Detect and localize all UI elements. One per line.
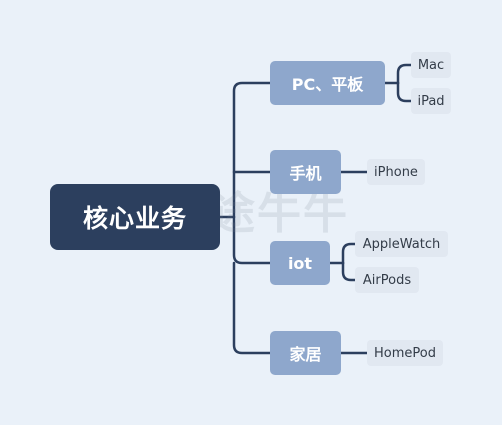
connector-leaf-mac	[396, 63, 413, 85]
leaf-node-iphone: iPhone	[367, 159, 425, 185]
branch-node-home: 家居	[270, 331, 341, 375]
branch-node-phone: 手机	[270, 150, 341, 194]
connector-branch-iot	[232, 215, 272, 265]
branch-node-pc-tablet: PC、平板	[270, 61, 385, 105]
leaf-node-applewatch: AppleWatch	[355, 231, 448, 257]
leaf-node-mac: Mac	[411, 52, 451, 78]
root-node: 核心业务	[50, 184, 220, 250]
connector-leaf-airpods	[341, 261, 357, 282]
connector-branch-home	[232, 261, 272, 355]
leaf-node-homepod: HomePod	[367, 340, 443, 366]
leaf-node-ipad: iPad	[411, 88, 451, 114]
branch-node-iot: iot	[270, 241, 330, 285]
leaf-node-airpods: AirPods	[355, 267, 419, 293]
connector-leaf-ipad	[396, 81, 413, 103]
connector-leaf-applewatch	[341, 242, 357, 265]
connector-branch-pc	[232, 81, 272, 219]
